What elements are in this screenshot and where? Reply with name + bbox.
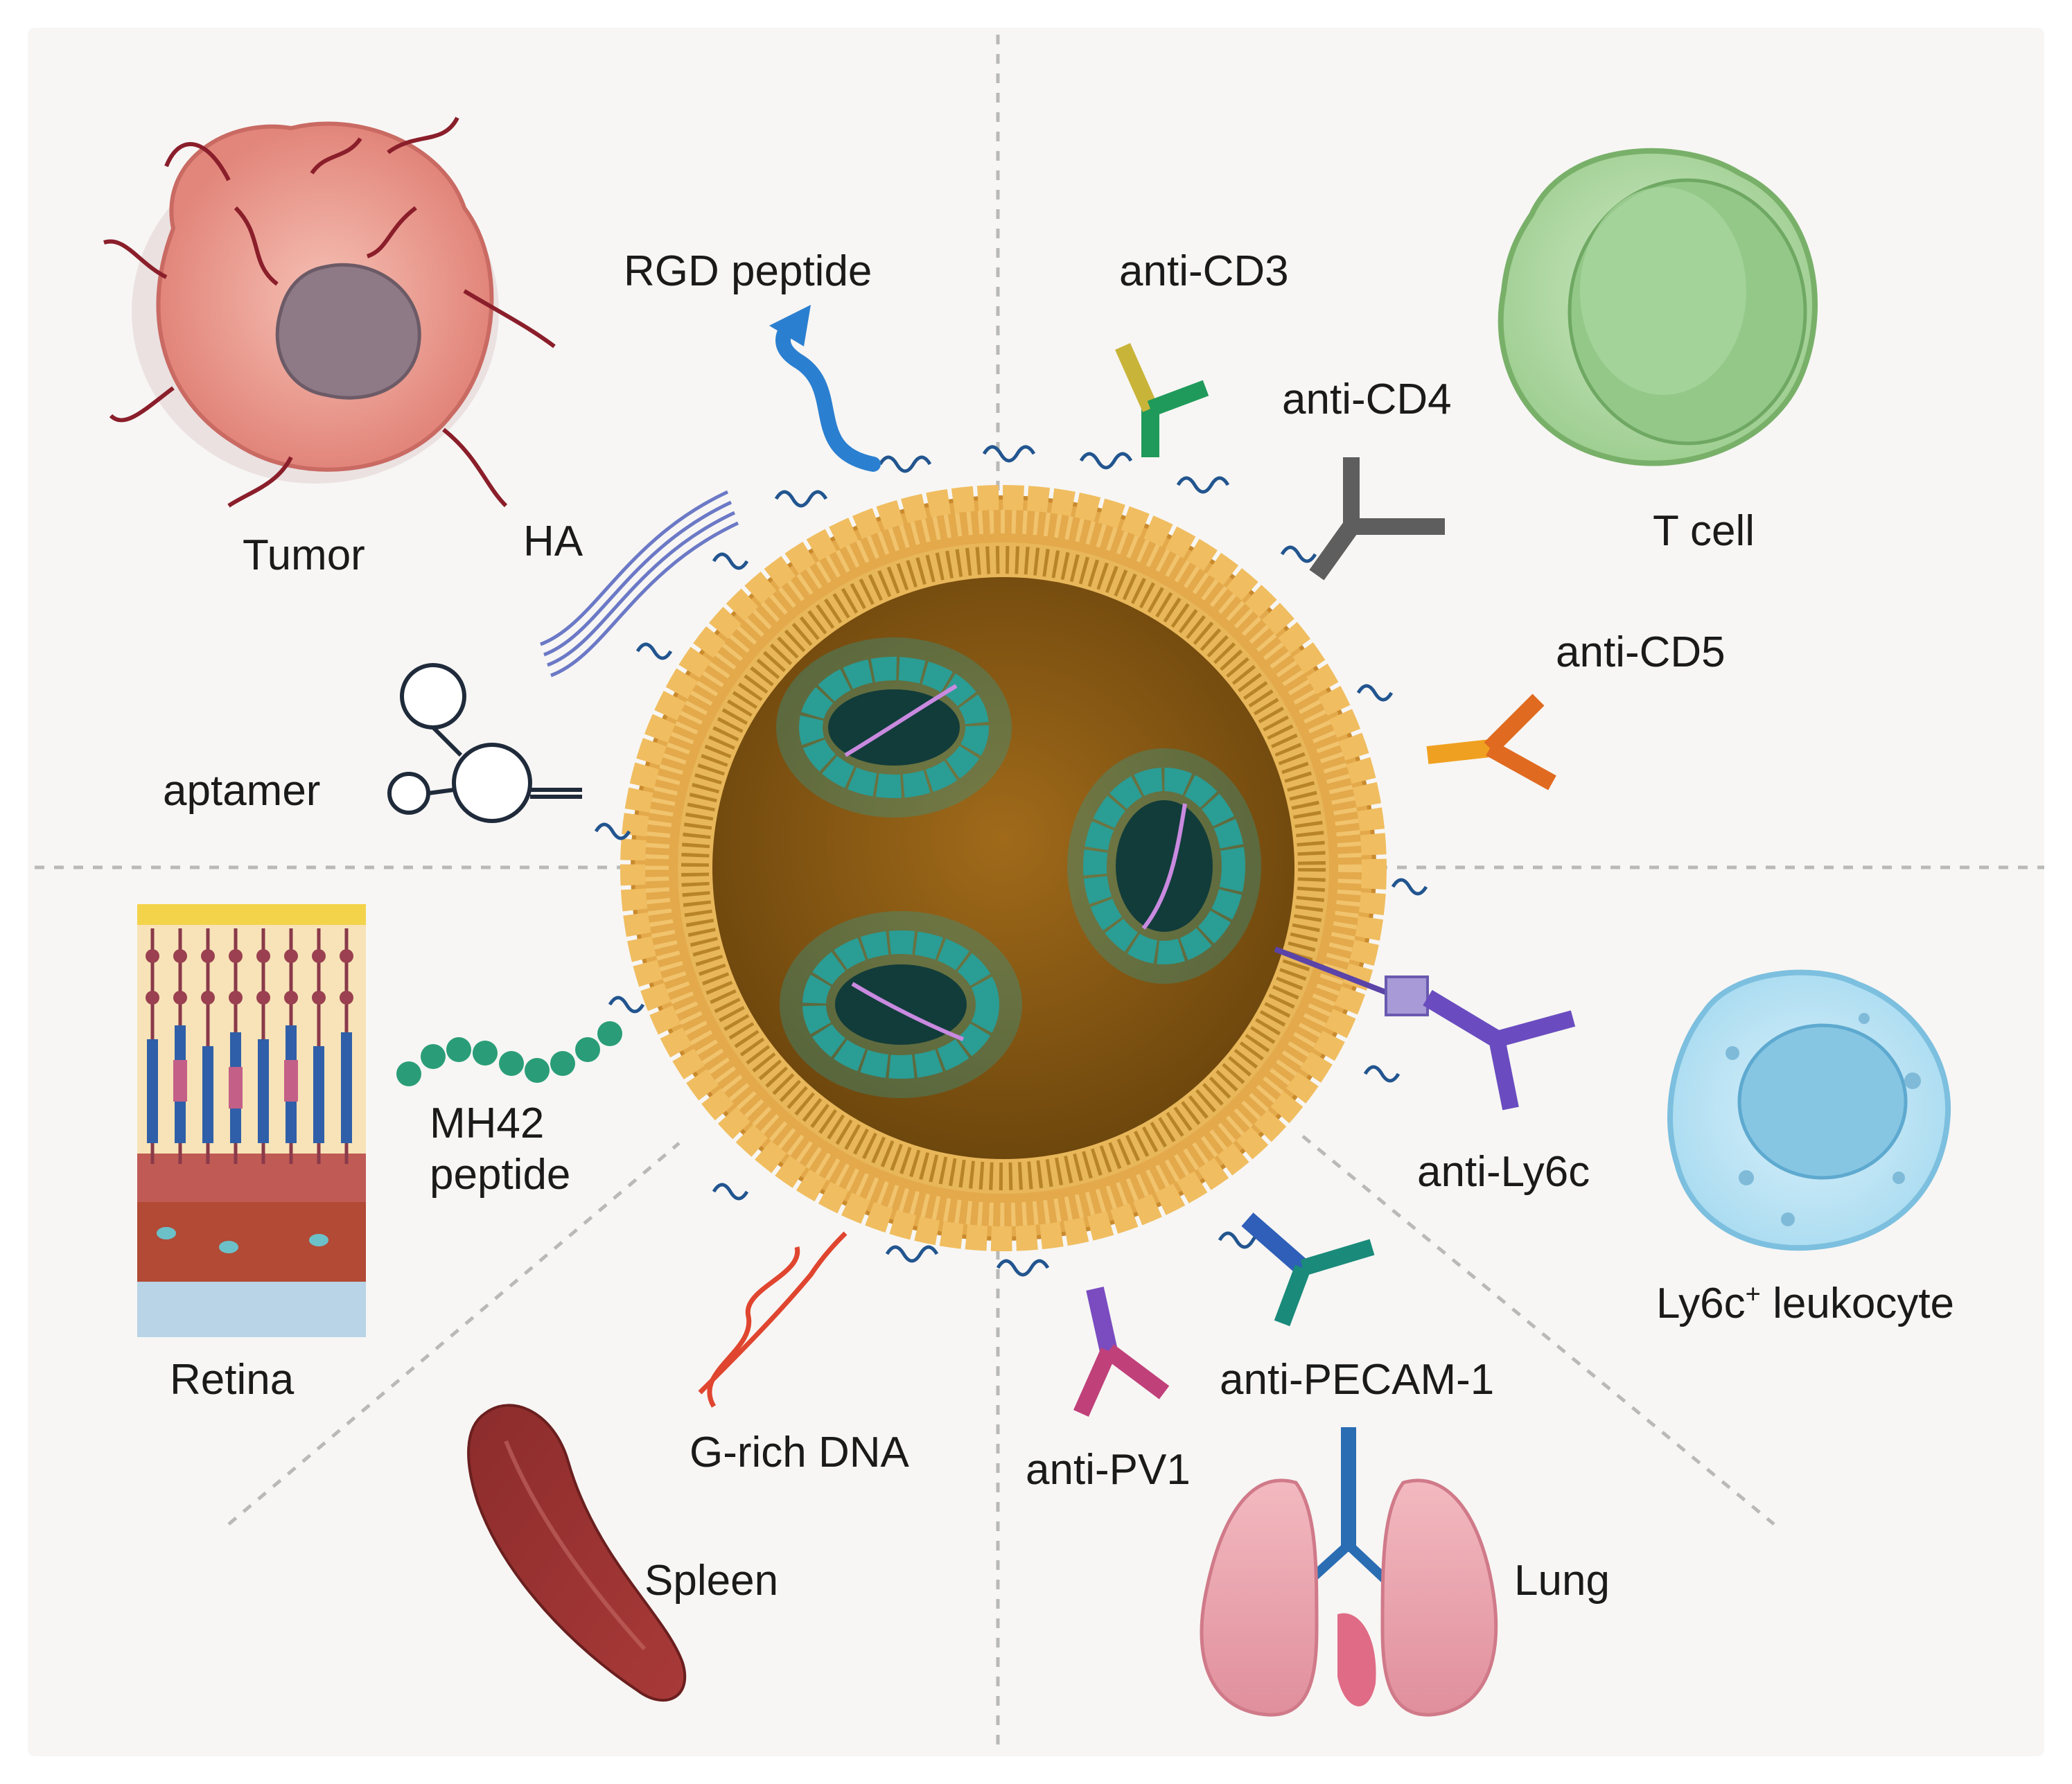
antibody-pv1: [1073, 1287, 1170, 1417]
antibody-cd5: [1426, 694, 1556, 791]
label-ly6c-sup: +: [1745, 1280, 1761, 1309]
micelle-bottom: [780, 911, 1022, 1098]
tumor-illustration: [103, 116, 556, 508]
lung-illustration: [1200, 1427, 1498, 1717]
label-anti-cd4: anti-CD4: [1282, 376, 1452, 423]
antibody-pecam: [1241, 1212, 1375, 1327]
t-cell-illustration: [1498, 148, 1818, 466]
label-ly6c-leukocyte: Ly6c+ leukocyte: [1656, 1278, 1954, 1330]
label-g-rich-dna: G-rich DNA: [690, 1429, 909, 1476]
label-anti-pecam-1: anti-PECAM-1: [1220, 1356, 1495, 1404]
g-rich-dna-helix: [698, 1231, 848, 1408]
label-retina: Retina: [170, 1356, 295, 1404]
nanoparticle: [620, 485, 1387, 1251]
aptamer-illustration: [387, 663, 582, 823]
label-anti-pv1: anti-PV1: [1026, 1446, 1191, 1494]
label-aptamer: aptamer: [163, 767, 321, 815]
leukocyte-illustration: [1667, 969, 1951, 1251]
antibody-cd3: [1115, 343, 1209, 457]
label-mh42-peptide: MH42 peptide: [430, 1098, 570, 1201]
ha-strands: [540, 490, 739, 678]
label-ly6c-post: leukocyte: [1760, 1280, 1955, 1327]
mh42-peptide-beads: [396, 1021, 622, 1086]
label-rgd-peptide: RGD peptide: [624, 247, 872, 295]
label-mh42-line2: peptide: [430, 1151, 571, 1199]
label-anti-cd3: anti-CD3: [1119, 247, 1289, 295]
label-mh42-line1: MH42: [430, 1099, 545, 1147]
antibody-cd4: [1309, 457, 1445, 581]
micelle-top: [776, 637, 1012, 818]
label-t-cell: T cell: [1653, 507, 1755, 555]
rgd-arrow-head: [769, 305, 811, 346]
label-lung: Lung: [1514, 1557, 1610, 1605]
label-spleen: Spleen: [644, 1557, 779, 1605]
label-tumor: Tumor: [243, 531, 365, 579]
label-anti-cd5: anti-CD5: [1556, 628, 1726, 676]
rgd-peptide-arrow: [775, 318, 881, 472]
label-ha: HA: [523, 518, 583, 565]
retina-illustration: [137, 904, 366, 1337]
label-anti-ly6c: anti-Ly6c: [1417, 1148, 1590, 1196]
micelle-right: [1067, 748, 1261, 984]
antibody-ly6c: [1274, 946, 1576, 1111]
label-ly6c-pre: Ly6c: [1656, 1280, 1746, 1327]
spleen-illustration: [467, 1404, 687, 1702]
